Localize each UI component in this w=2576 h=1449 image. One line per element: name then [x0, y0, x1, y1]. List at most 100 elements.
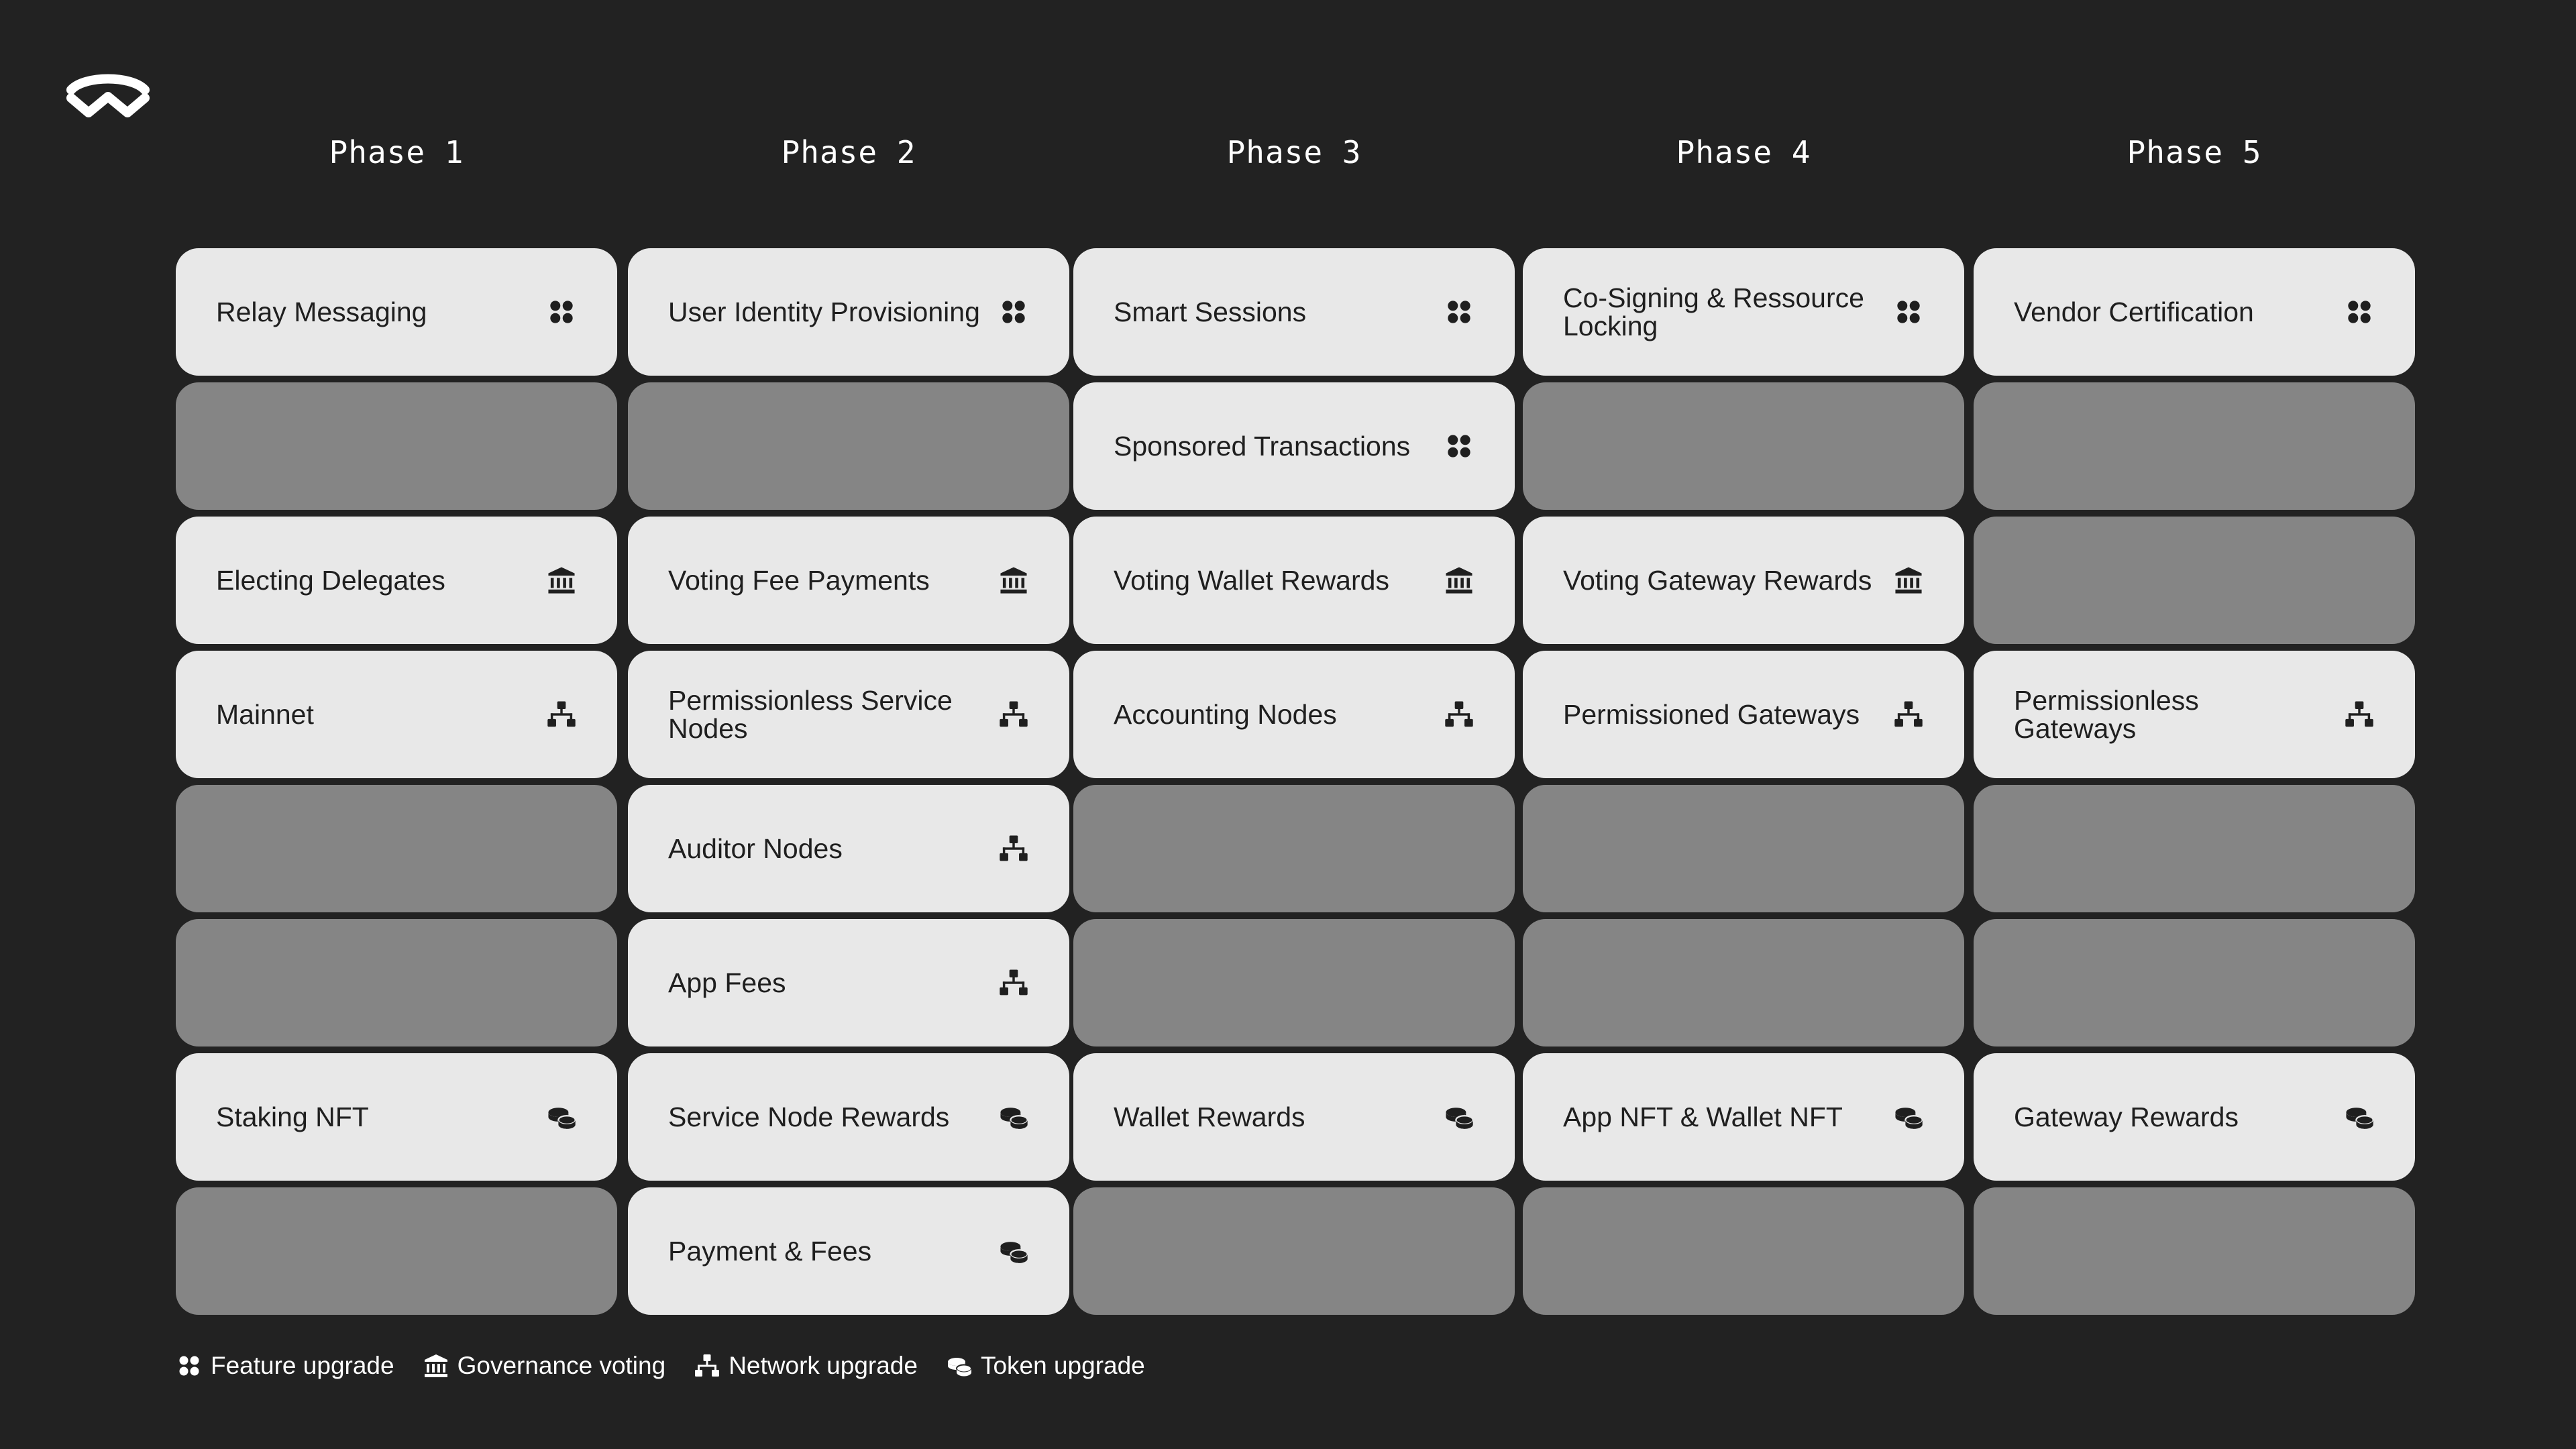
- roadmap-item: Permissionless Service Nodes: [628, 651, 1069, 778]
- roadmap-item: Staking NFT: [176, 1053, 617, 1181]
- empty-cell: [1523, 382, 1964, 510]
- phase-header-5: Phase 5: [2127, 134, 2262, 170]
- network-icon: [1000, 835, 1028, 861]
- roadmap-item: Accounting Nodes: [1073, 651, 1515, 778]
- roadmap-item-label: Co-Signing & Ressource Locking: [1563, 282, 1864, 341]
- feature-icon: [1448, 435, 1470, 458]
- network-icon: [1000, 969, 1028, 996]
- roadmap-item-label: Auditor Nodes: [668, 833, 843, 864]
- roadmap-item: Electing Delegates: [176, 517, 617, 644]
- empty-cell: [1523, 919, 1964, 1046]
- roadmap-item-label: Permissioned Gateways: [1563, 699, 1860, 730]
- token-icon: [1000, 1108, 1028, 1129]
- roadmap-item: Relay Messaging: [176, 248, 617, 376]
- token-icon: [1895, 1108, 1923, 1129]
- empty-cell: [176, 382, 617, 510]
- legend-item: Governance voting: [423, 1352, 666, 1380]
- roadmap-item: Co-Signing & Ressource Locking: [1523, 248, 1964, 376]
- token-icon: [548, 1108, 576, 1129]
- roadmap-item: Vendor Certification: [1974, 248, 2415, 376]
- roadmap-item-label: Voting Gateway Rewards: [1563, 565, 1872, 596]
- legend-item: Network upgrade: [694, 1352, 918, 1380]
- legend-label: Governance voting: [457, 1352, 666, 1379]
- feature-icon: [1448, 301, 1470, 323]
- roadmap-item-label: Accounting Nodes: [1114, 699, 1337, 730]
- feature-icon: [2348, 301, 2371, 323]
- empty-cell: [1073, 785, 1515, 912]
- empty-cell: [1974, 919, 2415, 1046]
- roadmap-item: Voting Gateway Rewards: [1523, 517, 1964, 644]
- token-icon: [2346, 1108, 2374, 1129]
- feature-icon: [1897, 301, 1920, 323]
- roadmap-item: Wallet Rewards: [1073, 1053, 1515, 1181]
- token-icon: [1000, 1242, 1028, 1263]
- roadmap-item: Mainnet: [176, 651, 617, 778]
- token-icon: [947, 1358, 972, 1377]
- phase-header-3: Phase 3: [1226, 134, 1362, 170]
- roadmap-item: Auditor Nodes: [628, 785, 1069, 912]
- phase-header-2: Phase 2: [781, 134, 916, 170]
- governance-icon: [1895, 567, 1922, 594]
- roadmap-item: App NFT & Wallet NFT: [1523, 1053, 1964, 1181]
- roadmap-item-label: Electing Delegates: [216, 565, 445, 596]
- legend-item: Token upgrade: [946, 1352, 1145, 1380]
- legend-label: Network upgrade: [729, 1352, 918, 1379]
- legend-label: Feature upgrade: [211, 1352, 394, 1379]
- network-icon: [1894, 701, 1923, 727]
- roadmap-item: User Identity Provisioning: [628, 248, 1069, 376]
- roadmap-item-label: Smart Sessions: [1114, 297, 1307, 327]
- roadmap-item-label: Sponsored Transactions: [1114, 431, 1411, 462]
- governance-icon: [424, 1354, 447, 1377]
- feature-icon: [1002, 301, 1025, 323]
- roadmap-item-label: Staking NFT: [216, 1102, 369, 1132]
- roadmap-item-label: Vendor Certification: [2014, 297, 2254, 327]
- roadmap-item-label: Wallet Rewards: [1114, 1102, 1305, 1132]
- empty-cell: [1974, 517, 2415, 644]
- empty-cell: [1523, 1187, 1964, 1315]
- feature-icon: [550, 301, 573, 323]
- roadmap-item: Permissioned Gateways: [1523, 651, 1964, 778]
- governance-icon: [548, 567, 575, 594]
- governance-icon: [1000, 567, 1027, 594]
- roadmap-item-label: Permissionless Service Nodes: [668, 685, 953, 744]
- roadmap-item: Smart Sessions: [1073, 248, 1515, 376]
- phase-header-4: Phase 4: [1676, 134, 1811, 170]
- empty-cell: [176, 1187, 617, 1315]
- empty-cell: [1974, 785, 2415, 912]
- empty-cell: [1073, 1187, 1515, 1315]
- roadmap-item-label: Voting Fee Payments: [668, 565, 930, 596]
- roadmap-item-label: Voting Wallet Rewards: [1114, 565, 1389, 596]
- network-icon: [547, 701, 576, 727]
- roadmap-item-label: User Identity Provisioning: [668, 297, 980, 327]
- roadmap-item: Payment & Fees: [628, 1187, 1069, 1315]
- roadmap-item-label: Gateway Rewards: [2014, 1102, 2239, 1132]
- empty-cell: [1073, 919, 1515, 1046]
- network-icon: [1000, 701, 1028, 727]
- empty-cell: [628, 382, 1069, 510]
- roadmap-item: Sponsored Transactions: [1073, 382, 1515, 510]
- empty-cell: [1974, 382, 2415, 510]
- roadmap-item: Voting Fee Payments: [628, 517, 1069, 644]
- roadmap-item-label: Permissionless Gateways: [2014, 685, 2199, 744]
- legend: Feature upgrade Governance voting Network …: [176, 1347, 1173, 1385]
- empty-cell: [176, 919, 617, 1046]
- roadmap-item-label: Payment & Fees: [668, 1236, 872, 1267]
- legend-item: Feature upgrade: [176, 1352, 394, 1380]
- empty-cell: [176, 785, 617, 912]
- roadmap-item: Permissionless Gateways: [1974, 651, 2415, 778]
- roadmap-item-label: App Fees: [668, 967, 786, 998]
- walletconnect-logo: [66, 74, 150, 117]
- phase-header-1: Phase 1: [329, 134, 464, 170]
- legend-label: Token upgrade: [980, 1352, 1145, 1379]
- token-icon: [1446, 1108, 1474, 1129]
- roadmap-item: Voting Wallet Rewards: [1073, 517, 1515, 644]
- empty-cell: [1523, 785, 1964, 912]
- empty-cell: [1974, 1187, 2415, 1315]
- roadmap-item-label: App NFT & Wallet NFT: [1563, 1102, 1843, 1132]
- roadmap-item: Gateway Rewards: [1974, 1053, 2415, 1181]
- roadmap-item-label: Service Node Rewards: [668, 1102, 950, 1132]
- roadmap-item: App Fees: [628, 919, 1069, 1046]
- roadmap-item-label: Mainnet: [216, 699, 314, 730]
- roadmap-item: Service Node Rewards: [628, 1053, 1069, 1181]
- feature-icon: [179, 1356, 199, 1376]
